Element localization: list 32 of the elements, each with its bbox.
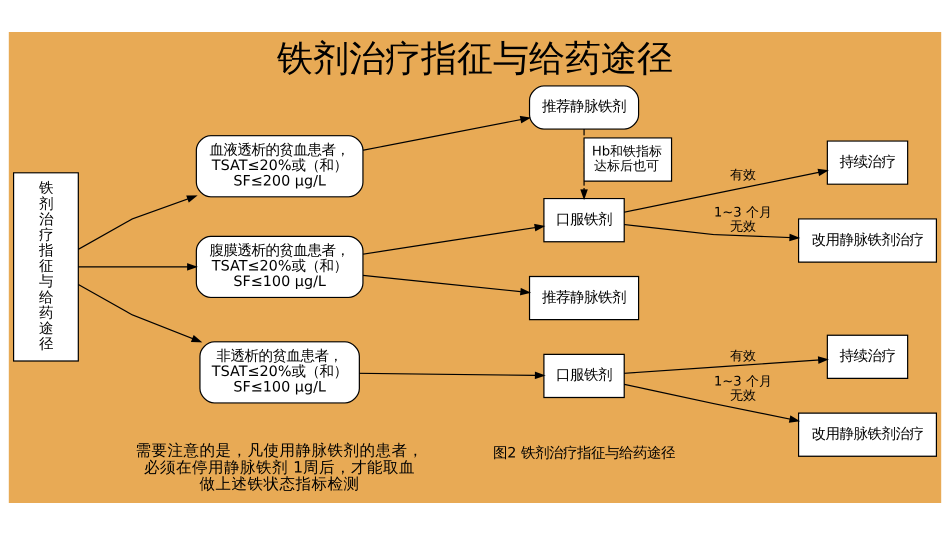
node-box: 推荐静脉铁剂: [528, 85, 640, 130]
node-box: 改用静脉铁剂治疗: [798, 412, 937, 457]
arrow: [580, 129, 588, 200]
edge-label: Hb和铁指标达标后也可: [592, 144, 662, 174]
node-box: 腹膜透析的贫血患者，TSAT≤20%或（和）SF≤100 μg/L: [196, 236, 364, 298]
edge-label: 有效: [730, 168, 756, 184]
arrow: [359, 372, 546, 380]
arrow: [624, 168, 829, 213]
node-box: 持续治疗: [826, 334, 908, 379]
arrow: [78, 284, 202, 342]
node-box: 口服铁剂: [543, 354, 625, 398]
diagram-title: 铁剂治疗指征与给药途径: [277, 38, 673, 80]
node-box: 口服铁剂: [543, 198, 625, 242]
node-box: 改用静脉铁剂治疗: [798, 218, 937, 263]
arrow: [78, 263, 198, 271]
arrow: [362, 274, 532, 296]
edge-label: 有效: [730, 349, 756, 364]
node-box: 非透析的贫血患者，TSAT≤20%或（和）SF≤100 μg/L: [199, 341, 360, 404]
label: 需要注意的是，凡使用静脉铁剂的患者，必须在停用静脉铁剂 1周后，才能取血做上述铁状态指标检测: [136, 442, 424, 494]
node-box: 血液透析的贫血患者，TSAT≤20%或（和）SF≤200 μg/L: [196, 135, 364, 198]
edge-label: 1~3 个月无效: [714, 205, 772, 235]
node-box: 铁剂治疗指征与给药途径: [13, 172, 79, 362]
arrow: [624, 384, 800, 423]
node-box: 推荐静脉铁剂: [528, 276, 640, 320]
arrow: [624, 356, 829, 374]
arrow: [624, 224, 800, 242]
arrow: [78, 195, 198, 250]
edge-label: 1~3 个月无效: [714, 374, 772, 404]
arrow: [362, 116, 532, 151]
node-box: 持续治疗: [826, 140, 908, 185]
caption: 图2 铁剂治疗指征与给药途径: [493, 446, 675, 462]
arrow: [362, 224, 546, 255]
